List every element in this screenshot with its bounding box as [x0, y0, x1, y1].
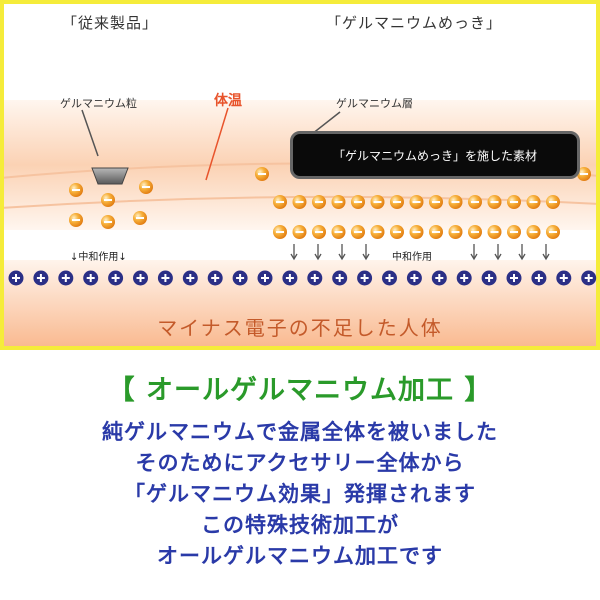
- plus-icon: [182, 270, 198, 286]
- arrow-down-icon: [362, 244, 370, 261]
- electron-icon: [351, 195, 365, 209]
- arrow-down-icon: [494, 244, 502, 261]
- plus-icon: [332, 270, 348, 286]
- caption-title: 【 オールゲルマニウム加工 】: [107, 375, 493, 406]
- plus-icon: [307, 270, 323, 286]
- neutralization-right: 中和作用: [392, 252, 432, 263]
- plus-icon: [282, 270, 298, 286]
- electron-icon: [273, 195, 287, 209]
- electron-icon: [370, 225, 385, 239]
- plus-icon: [481, 270, 497, 286]
- electron-icon: [292, 195, 307, 209]
- electron-icon: [69, 213, 83, 227]
- arrow-down-icon: [314, 244, 322, 261]
- germanium-diagram: 「従来製品」 「ゲルマニウムめっき」 ゲルマニウム粒 体温 ゲルマニウム層 「ゲ…: [0, 0, 600, 350]
- plus-icon: [506, 270, 522, 286]
- electron-icon: [546, 225, 560, 239]
- plus-icon: [8, 270, 24, 286]
- plus-icon: [108, 270, 124, 286]
- electron-icon: [101, 215, 115, 229]
- electron-icon: [468, 195, 482, 209]
- electron-icon: [312, 195, 326, 209]
- electron-icon: [390, 225, 404, 239]
- electron-icon: [507, 225, 521, 239]
- plus-icon: [33, 270, 49, 286]
- plus-icon: [382, 270, 397, 286]
- right-header: 「ゲルマニウムめっき」: [326, 14, 503, 32]
- electron-icon: [292, 225, 307, 239]
- electron-icon: [409, 225, 424, 239]
- electron-icon: [255, 167, 269, 181]
- electron-icon: [526, 195, 541, 209]
- plus-icon: [431, 270, 447, 286]
- bottom-text: マイナス電子の不足した人体: [157, 316, 443, 340]
- electron-icon: [139, 180, 153, 194]
- arrow-down-icon: [470, 244, 478, 261]
- electron-icon: [133, 211, 147, 225]
- arrow-down-icon: [338, 244, 346, 261]
- electron-icon: [331, 225, 346, 239]
- electron-icon: [577, 167, 591, 181]
- electron-icon: [331, 195, 346, 209]
- caption-line-2: そのためにアクセサリー全体から: [135, 451, 465, 475]
- plus-icon: [406, 270, 422, 286]
- electron-icon: [429, 225, 443, 239]
- caption-line-4: この特殊技術加工が: [201, 513, 399, 537]
- caption-line-3: 「ゲルマニウム効果」発揮されます: [124, 482, 476, 506]
- electron-icon: [448, 225, 463, 239]
- electron-icon: [429, 195, 443, 209]
- caption-line-5: オールゲルマニウム加工です: [157, 544, 443, 568]
- electron-icon: [448, 195, 463, 209]
- label-layer: ゲルマニウム層: [336, 97, 413, 110]
- arrow-down-icon: [290, 244, 298, 261]
- electron-icon: [468, 225, 482, 239]
- plus-icon: [531, 270, 547, 286]
- electron-icon: [351, 225, 365, 239]
- plus-icon: [58, 270, 74, 286]
- plus-icon: [581, 270, 597, 286]
- neutralization-left: ↓中和作用↓: [70, 252, 127, 263]
- electron-icon: [487, 195, 502, 209]
- electron-icon: [390, 195, 404, 209]
- plus-icon: [357, 270, 373, 286]
- electron-icon: [312, 225, 326, 239]
- caption-line-1: 純ゲルマニウムで金属全体を被いました: [102, 420, 498, 444]
- arrow-down-icon: [542, 244, 550, 261]
- plus-icon: [133, 270, 148, 286]
- plus-icon: [232, 270, 248, 286]
- plus-icon: [83, 270, 99, 286]
- electron-icon: [101, 193, 115, 207]
- electron-icon: [69, 183, 83, 197]
- plus-icon: [157, 270, 173, 286]
- electron-icon: [526, 225, 541, 239]
- material-box: 「ゲルマニウムめっき」を施した素材: [290, 131, 580, 179]
- left-header: 「従来製品」: [62, 14, 159, 32]
- plus-icon: [207, 270, 223, 286]
- label-grain: ゲルマニウム粒: [60, 97, 137, 110]
- electron-icon: [409, 195, 424, 209]
- electron-icon: [370, 195, 385, 209]
- electron-icon: [546, 195, 560, 209]
- plus-icon: [257, 270, 273, 286]
- caption: 【 オールゲルマニウム加工 】 純ゲルマニウムで金属全体を被いました そのために…: [0, 360, 600, 572]
- label-temperature: 体温: [214, 93, 242, 109]
- electron-icon: [487, 225, 502, 239]
- electron-icon: [273, 225, 287, 239]
- plus-icon: [556, 270, 572, 286]
- plus-icon: [456, 270, 472, 286]
- electron-icon: [507, 195, 521, 209]
- arrow-down-icon: [518, 244, 526, 261]
